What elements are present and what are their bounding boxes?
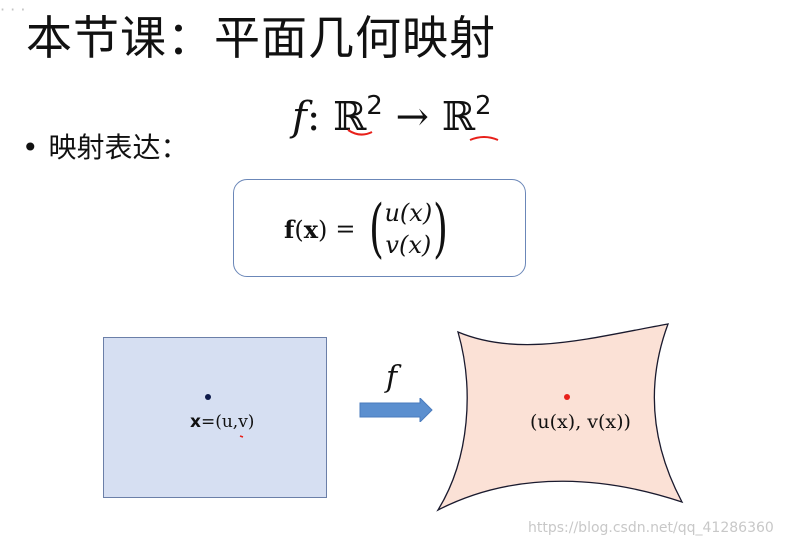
mapping-domain-exponent: 2 [366,91,383,121]
mapping-arrow-shape [359,398,433,422]
bullet-marker: • [22,131,39,164]
formula-row-v: v(x) [385,231,432,259]
formula-right-paren: ) [433,192,449,266]
target-point-label: (u(x), v(x)) [530,411,631,433]
source-point-label: x=(u,v) [190,411,254,433]
source-watermark: https://blog.csdn.net/qq_41286360 [528,520,774,536]
formula-lhs-open: ( [294,215,304,244]
source-label-x: x [190,412,201,432]
slide-title: 本节课：平面几何映射 [26,11,496,65]
corner-watermark-fragment: · · · [0,0,26,19]
bullet-text: 映射表达： [48,131,189,164]
formula-row-u: u(x) [384,199,433,227]
formula-vector: u(x) v(x) [384,197,432,261]
formula-equals: = [335,215,356,243]
target-shape-path [436,323,684,512]
mapping-codomain: ℝ [441,94,476,140]
bullet-item: • 映射表达： [22,128,189,168]
formula-lhs: f(x) [284,215,327,244]
source-label-rest: =(u,v) [200,412,255,432]
formula-expression: f(x) = ( u(x) v(x) ) [284,196,453,262]
formula-lhs-f: f [284,214,295,244]
formula-lhs-close: ) [318,215,328,244]
mapping-arrow: → [395,94,430,140]
formula-left-paren: ( [368,192,384,266]
mapping-function: f [292,94,307,140]
source-domain-rectangle [103,337,327,498]
mapping-domain: ℝ [333,94,367,140]
source-point [205,394,211,400]
mapping-codomain-exponent: 2 [475,91,492,121]
mapping-notation: f: ℝ2 → ℝ2 [292,80,492,143]
arrow-polygon [359,398,433,422]
target-point [564,394,570,400]
target-warped-shape [436,323,684,512]
formula-lhs-x: x [303,214,319,244]
arrow-label: f [386,360,398,395]
formula-box: f(x) = ( u(x) v(x) ) [233,179,526,277]
mapping-colon: : [306,94,321,140]
